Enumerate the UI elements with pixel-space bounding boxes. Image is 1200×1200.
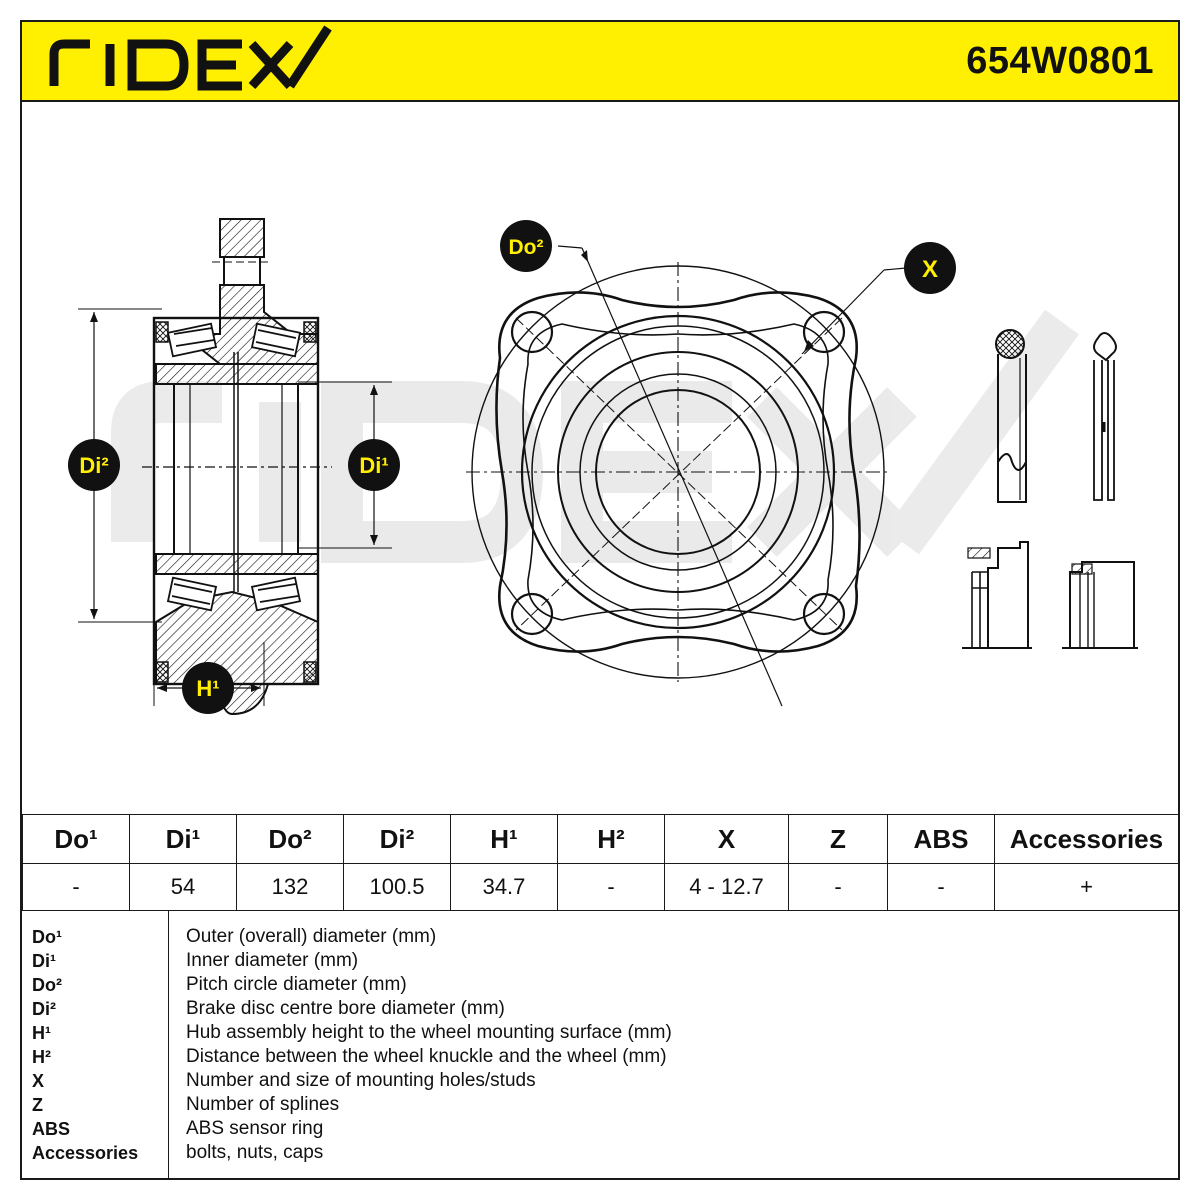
legend-key: X <box>32 1071 45 1091</box>
spec-header-do2: Do² <box>236 814 344 864</box>
svg-text:Do²: Do² <box>509 236 544 259</box>
badge-di1: Di¹ <box>348 439 400 491</box>
spec-header-x: X <box>664 814 789 864</box>
legend-desc: Number and size of mounting holes/studs <box>186 1070 536 1091</box>
legend-desc: Distance between the wheel knuckle and t… <box>186 1046 667 1067</box>
spec-value-z: - <box>788 863 888 911</box>
spec-header-h2: H² <box>557 814 665 864</box>
legend-key: Accessories <box>32 1143 139 1163</box>
legend-key: Do² <box>32 975 62 995</box>
legend-divider <box>168 911 169 1179</box>
legend-desc: Number of splines <box>186 1094 340 1115</box>
spec-header-accessories: Accessories <box>994 814 1179 864</box>
badge-do2: Do² <box>500 220 552 272</box>
legend-desc: bolts, nuts, caps <box>186 1142 324 1163</box>
spec-header-row: Do¹ Di¹ Do² Di² H¹ H² X Z ABS Accessorie… <box>22 814 1179 864</box>
badge-h1: H¹ <box>182 662 234 714</box>
legend-key: Di² <box>32 999 56 1019</box>
spec-value-h1: 34.7 <box>450 863 558 911</box>
spec-header-di1: Di¹ <box>129 814 237 864</box>
spec-table: Do¹ Di¹ Do² Di² H¹ H² X Z ABS Accessorie… <box>22 814 1179 911</box>
spec-value-do1: - <box>22 863 130 911</box>
spec-value-abs: - <box>887 863 995 911</box>
svg-text:H¹: H¹ <box>196 676 219 701</box>
brand-logo <box>46 24 336 103</box>
svg-text:X: X <box>922 256 938 283</box>
legend-panel: Do¹ Di¹ Do² Di² H¹ H² X Z ABS Accessorie… <box>22 910 1178 1179</box>
legend-key: Di¹ <box>32 951 56 971</box>
legend-desc: Outer (overall) diameter (mm) <box>186 926 437 947</box>
spec-header-di2: Di² <box>343 814 451 864</box>
header-bar: 654W0801 <box>22 22 1178 102</box>
legend-keys: Do¹ Di¹ Do² Di² H¹ H² X Z ABS Accessorie… <box>32 925 138 1165</box>
spec-header-z: Z <box>788 814 888 864</box>
accessories-icons <box>962 329 1138 649</box>
spec-value-h2: - <box>557 863 665 911</box>
spec-value-di2: 100.5 <box>343 863 451 911</box>
legend-desc: ABS sensor ring <box>186 1118 324 1139</box>
technical-drawing: Di² Di¹ H¹ Do² X <box>22 102 1178 814</box>
spec-value-x: 4 - 12.7 <box>664 863 789 911</box>
legend-descriptions: Outer (overall) diameter (mm) Inner diam… <box>186 925 672 1165</box>
spec-header-h1: H¹ <box>450 814 558 864</box>
legend-key: H¹ <box>32 1023 51 1043</box>
part-number: 654W0801 <box>966 40 1154 82</box>
legend-desc: Brake disc centre bore diameter (mm) <box>186 998 505 1019</box>
legend-key: Z <box>32 1095 43 1115</box>
spec-value-accessories: + <box>994 863 1179 911</box>
legend-desc: Inner diameter (mm) <box>186 950 359 971</box>
svg-text:Di²: Di² <box>79 453 108 478</box>
spec-value-row: - 54 132 100.5 34.7 - 4 - 12.7 - - + <box>22 863 1179 911</box>
spec-header-do1: Do¹ <box>22 814 130 864</box>
legend-desc: Hub assembly height to the wheel mountin… <box>186 1022 672 1043</box>
spec-value-do2: 132 <box>236 863 344 911</box>
legend-key: H² <box>32 1047 51 1067</box>
badge-di2: Di² <box>68 439 120 491</box>
legend-key: ABS <box>32 1119 71 1139</box>
spec-value-di1: 54 <box>129 863 237 911</box>
hub-face-view <box>466 245 907 707</box>
svg-text:Di¹: Di¹ <box>359 453 388 478</box>
product-sheet: 654W0801 <box>20 20 1180 1180</box>
badge-x: X <box>904 242 956 294</box>
legend-key: Do¹ <box>32 927 62 947</box>
legend-desc: Pitch circle diameter (mm) <box>186 974 407 995</box>
spec-header-abs: ABS <box>887 814 995 864</box>
